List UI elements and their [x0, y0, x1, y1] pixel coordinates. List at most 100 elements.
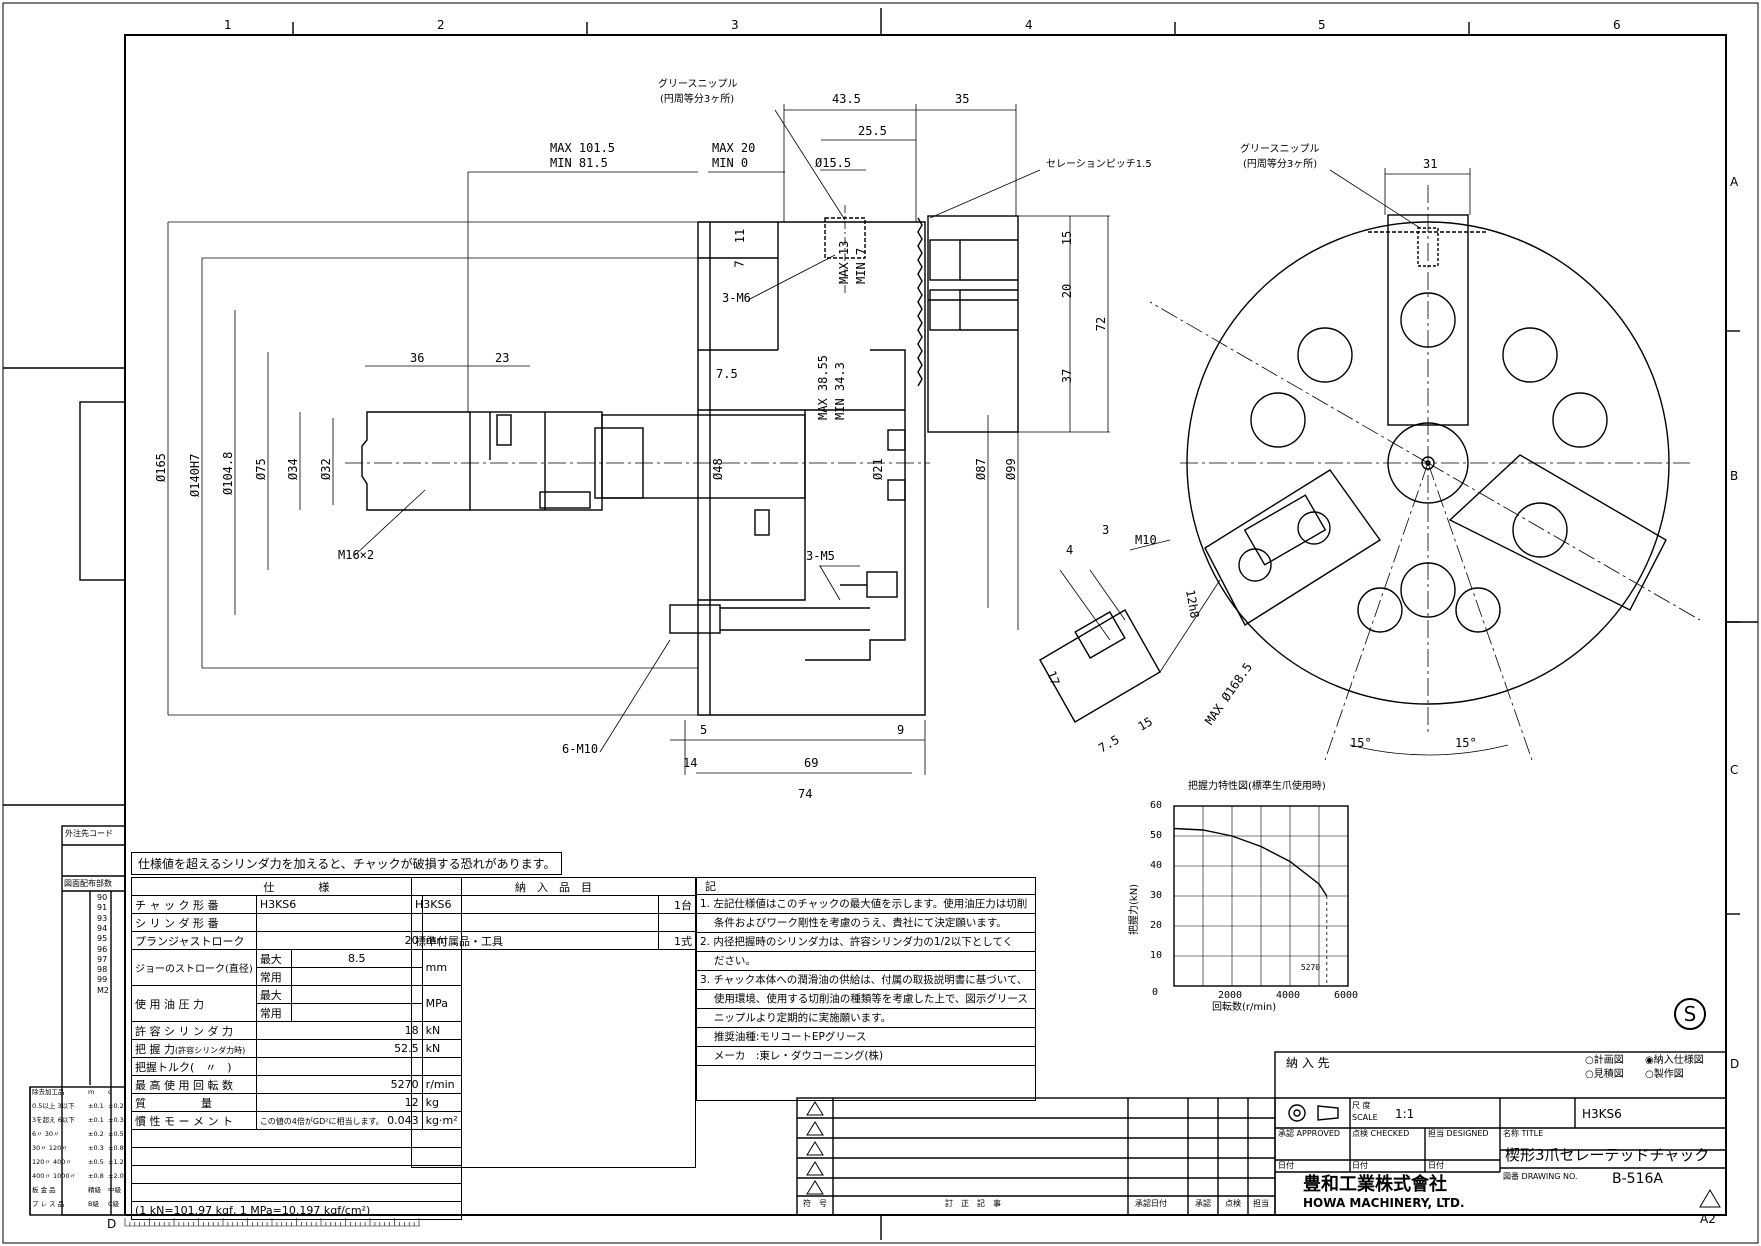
dim-25-5: 25.5 [858, 124, 887, 138]
spec-value: 52.5 [255, 1039, 423, 1058]
tolerance-cell: ±0.5 [108, 1130, 124, 1138]
tolerance-cell: m [88, 1088, 95, 1096]
front-dimension-lines [167, 104, 1110, 775]
tolerance-cell: 3を超え 6以下 [32, 1116, 75, 1124]
option-production: ○製作図 [1645, 1069, 1684, 1080]
dim-37: 37 [1060, 368, 1075, 384]
chart-xlabel: 回転数(r/min) [1212, 1002, 1277, 1013]
chart-ytick: 40 [1150, 860, 1163, 871]
dim-3-m6: 3-M6 [722, 291, 751, 305]
scale-label: 尺 度 [1352, 1101, 1371, 1110]
spec-label: 把握トルク( 〃 ) [131, 1057, 257, 1076]
grease-nipple-sub: (円周等分3ヶ所) [660, 94, 735, 105]
code-cell: 90 [97, 893, 108, 902]
spec-sub: 最大 [255, 985, 292, 1004]
revision-person-label: 担当 [1253, 1199, 1269, 1208]
delivery-qty: 1台 [658, 895, 696, 914]
tolerance-cell: 精級 [88, 1186, 101, 1194]
tolerance-cell: B級 [88, 1200, 99, 1208]
date-label-2: 日付 [1352, 1161, 1368, 1170]
spec-value: 5270 [255, 1075, 423, 1094]
date-label-1: 日付 [1278, 1161, 1294, 1170]
spec-label-sub: この値の4倍がGD²に相当します。 [259, 1117, 384, 1126]
spec-label: 使 用 油 圧 力 [131, 985, 257, 1022]
drawing-no-label: 図番 DRAWING NO. [1503, 1172, 1578, 1181]
chart-grid [1174, 806, 1348, 986]
spec-label: 許 容 シ リ ン ダ 力 [131, 1021, 257, 1040]
col-5: 5 [1318, 18, 1326, 32]
dim-15: 15 [1060, 230, 1075, 246]
side-dimension-lines [1329, 168, 1509, 756]
chart-ytick: 20 [1150, 920, 1163, 931]
tolerance-cell: C級 [108, 1200, 120, 1208]
stamp-s: S [1674, 998, 1706, 1030]
code-cell: 98 [97, 965, 108, 975]
bottom-ruler [124, 1218, 420, 1227]
chart-ytick: 30 [1150, 890, 1163, 901]
side-angle-2: 15° [1455, 736, 1477, 750]
delivery-qty: 1式 [658, 931, 696, 950]
sheet-size: A2 [1700, 1212, 1716, 1226]
col-2: 2 [437, 18, 445, 32]
code-cell: 95 [97, 934, 108, 944]
code-cell: 91 [97, 903, 108, 913]
customer-label: 納 入 先 [1286, 1056, 1330, 1070]
tolerance-cell: 30〃 120〃 [32, 1144, 68, 1152]
designed-label: 担当 DESIGNED [1428, 1129, 1489, 1138]
dim-m16: M16×2 [338, 548, 375, 562]
tolerance-cell: ±0.1 [88, 1116, 104, 1124]
tolerance-cell: ±2.0 [108, 1172, 124, 1180]
option-delivery-spec: ◉納入仕様図 [1645, 1055, 1704, 1066]
detail-dim-4: 4 [1066, 543, 1074, 557]
row-c: C [1730, 763, 1739, 777]
side-angle-1: 15° [1350, 736, 1372, 750]
delivery-header: 納 入 品 目 [411, 877, 696, 896]
dim-20: 20 [1060, 283, 1075, 299]
code-cell: M2 [97, 985, 109, 995]
spec-value: 18 [255, 1021, 423, 1040]
tolerance-cell: 板 金 品 [32, 1186, 56, 1194]
dim-phi-140: Ø140H7 [188, 453, 202, 497]
delivery-item: H3KS6 [411, 895, 659, 914]
revision-check-label: 点検 [1225, 1199, 1241, 1208]
scale-value: 1:1 [1395, 1107, 1415, 1121]
dim-phi-87: Ø87 [974, 458, 988, 480]
revision-approve-label: 承認 [1195, 1199, 1211, 1208]
note-line: 推奨油種:モリコートEPグリース [697, 1028, 1035, 1047]
notes-header: 記 [697, 878, 1035, 895]
chart-xtick: 6000 [1334, 990, 1359, 1001]
note-line: 条件およびワーク剛性を考慮のうえ、貴社にて決定願います。 [697, 914, 1035, 933]
date-label-3: 日付 [1428, 1161, 1444, 1170]
spec-value: 20 [255, 931, 423, 950]
jaw-detail-view [1039, 539, 1221, 723]
spec-value: 0.043 [387, 1114, 419, 1127]
title-label: 名称 TITLE [1503, 1129, 1544, 1138]
dim-min-7: MIN 7 [854, 247, 868, 284]
dim-43-5: 43.5 [832, 92, 861, 106]
notes-box: 記 1. 左記仕様値はこのチャックの最大値を示します。使用油圧力は切削 条件およ… [696, 877, 1036, 1101]
row-b: B [1730, 469, 1739, 483]
scale-en-label: SCALE [1352, 1113, 1378, 1122]
spec-value [255, 1057, 423, 1076]
tolerance-cell: ±0.2 [88, 1130, 104, 1138]
company-name-en: HOWA MACHINERY, LTD. [1303, 1196, 1465, 1210]
chart-ytick: 50 [1150, 830, 1163, 841]
revision-date-label: 承認日付 [1135, 1199, 1167, 1208]
chart-ytick: 0 [1152, 987, 1159, 998]
spec-label: プランジャストローク [131, 931, 257, 950]
spec-sub: 最大 [255, 949, 292, 968]
note-line: ニップルより定期的に実施願います。 [697, 1009, 1035, 1028]
tolerance-cell: ±0.8 [108, 1144, 124, 1152]
chart-title: 把握力特性図(標準生爪使用時) [1188, 781, 1326, 792]
dim-phi-34: Ø34 [286, 458, 300, 480]
side-dim-31: 31 [1423, 157, 1438, 171]
spec-label-sub: (許容シリンダ力時) [175, 1045, 246, 1055]
dim-23: 23 [495, 351, 510, 365]
spec-sub: 常用 [255, 1003, 292, 1022]
model-number: H3KS6 [1582, 1107, 1622, 1121]
code-cell: 99 [97, 975, 108, 985]
side-grease-nipple-sub: (円周等分3ヶ所) [1243, 159, 1318, 170]
code-cell: 97 [97, 954, 108, 964]
dim-max-20: MAX 20 [712, 141, 756, 155]
revision-symbol-label: 符 号 [803, 1199, 827, 1208]
